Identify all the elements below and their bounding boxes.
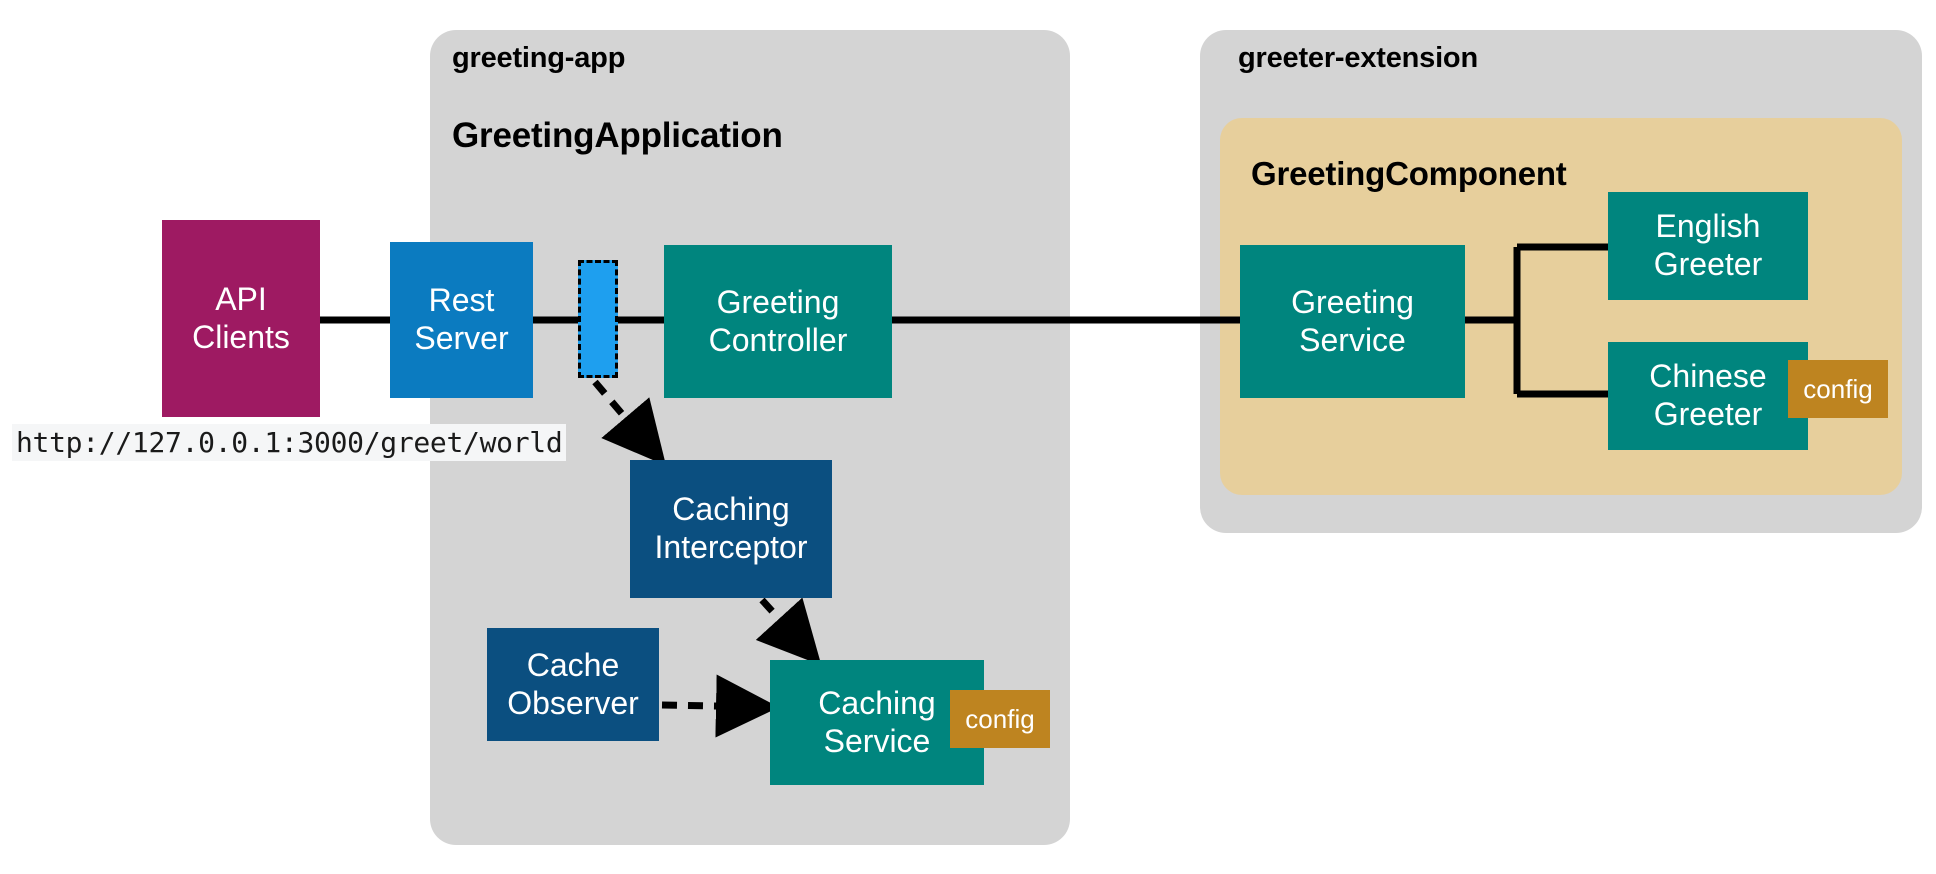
annotation-request-url: http://127.0.0.1:3000/greet/world xyxy=(12,424,567,461)
container-label-greeter-extension: greeter-extension xyxy=(1238,42,1478,74)
node-caching-interceptor[interactable]: Caching Interceptor xyxy=(630,460,832,598)
node-cache-observer[interactable]: Cache Observer xyxy=(487,628,659,741)
node-rest-server-line1: Rest xyxy=(428,282,495,319)
node-rest-server-line2: Server xyxy=(414,320,509,356)
node-cache-observer-line2: Observer xyxy=(507,684,639,721)
node-english-greeter-line2: Greeter xyxy=(1653,246,1763,282)
panel-title-greeting-component: GreetingComponent xyxy=(1251,155,1567,192)
tag-caching-service-config[interactable]: config xyxy=(950,690,1050,748)
node-caching-interceptor-line2: Interceptor xyxy=(654,529,808,565)
node-english-greeter[interactable]: English Greeter xyxy=(1608,192,1808,300)
node-caching-interceptor-line1: Caching xyxy=(672,491,790,528)
container-label-greeting-app: greeting-app xyxy=(452,42,626,74)
node-caching-service-line1: Caching xyxy=(818,684,936,721)
tag-chinese-greeter-config[interactable]: config xyxy=(1788,360,1888,418)
node-chinese-greeter[interactable]: Chinese Greeter xyxy=(1608,342,1808,450)
node-greeting-controller-line1: Greeting xyxy=(716,283,840,320)
node-caching-service-line2: Service xyxy=(823,722,931,759)
node-cache-observer-line1: Cache xyxy=(526,646,620,683)
node-chinese-greeter-line1: Chinese xyxy=(1649,358,1767,395)
node-greeting-service[interactable]: Greeting Service xyxy=(1240,245,1465,398)
node-greeting-controller-line2: Controller xyxy=(708,321,848,358)
node-sequence-marker[interactable] xyxy=(578,260,618,378)
node-chinese-greeter-line2: Greeter xyxy=(1653,396,1763,432)
node-api-clients-line2: Clients xyxy=(192,318,290,355)
node-api-clients-line1: API xyxy=(215,280,267,317)
panel-title-greeting-application: GreetingApplication xyxy=(452,116,783,155)
node-greeting-service-line2: Service xyxy=(1299,321,1406,358)
node-english-greeter-line1: English xyxy=(1655,208,1761,245)
node-api-clients[interactable]: API Clients xyxy=(162,220,320,417)
node-rest-server[interactable]: Rest Server xyxy=(390,242,533,398)
node-caching-service[interactable]: Caching Service xyxy=(770,660,984,785)
node-greeting-service-line1: Greeting xyxy=(1291,283,1414,320)
node-greeting-controller[interactable]: Greeting Controller xyxy=(664,245,892,398)
